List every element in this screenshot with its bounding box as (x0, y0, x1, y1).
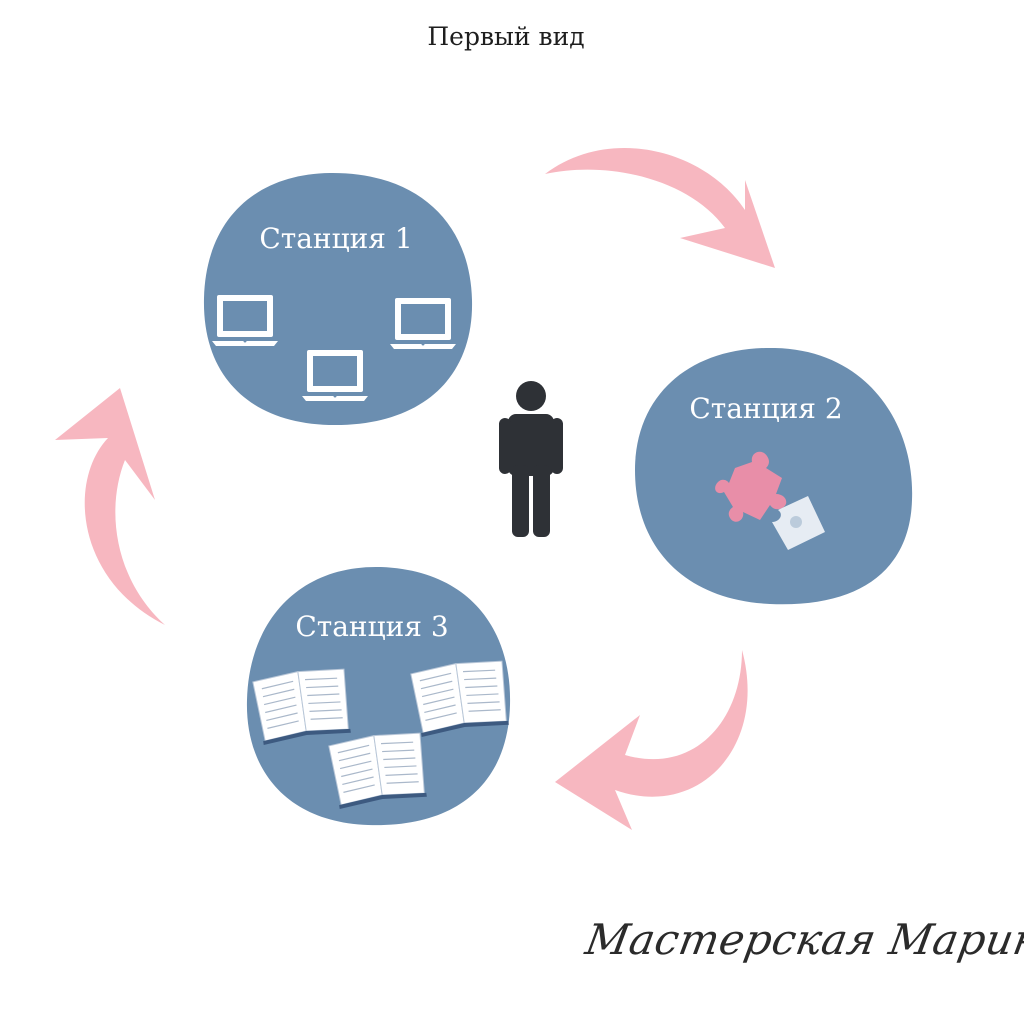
book-icon (410, 660, 509, 738)
station-3-label: Станция 3 (295, 610, 448, 643)
station-1-label: Станция 1 (259, 222, 412, 255)
arrow-station3-to-station1 (55, 388, 165, 625)
station-2: Станция 2 (635, 347, 913, 605)
station-1-blob (203, 172, 473, 425)
arrow-station2-to-station3 (555, 650, 748, 830)
arrow-station1-to-station2 (545, 148, 775, 268)
puzzle-icon (715, 451, 825, 550)
station-2-label: Станция 2 (689, 392, 842, 425)
person-icon (499, 381, 563, 537)
book-icon (252, 668, 351, 746)
station-3: Станция 3 (246, 566, 511, 826)
page-title: Первый вид (427, 22, 585, 51)
station-3-blob (246, 566, 511, 826)
laptop-icon (212, 295, 278, 346)
station-1: Станция 1 (203, 172, 473, 425)
signature-logo: Мастерская Марины Курвитс (582, 915, 1024, 964)
laptop-icon (302, 350, 368, 401)
book-icon (328, 732, 427, 810)
laptop-icon (390, 298, 456, 349)
